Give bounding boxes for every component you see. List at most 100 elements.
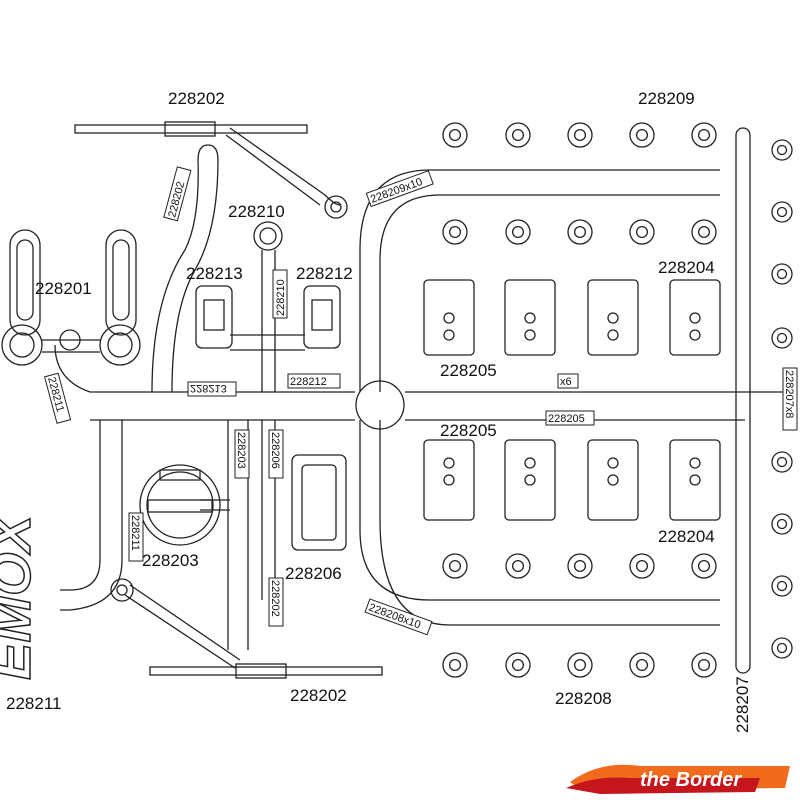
svg-text:EMOX: EMOX bbox=[0, 511, 42, 680]
washer bbox=[771, 575, 793, 597]
washer-hole bbox=[697, 225, 711, 239]
label-228212: 228212 bbox=[296, 264, 353, 283]
washer bbox=[771, 139, 793, 161]
tag-228205: 228205 bbox=[548, 413, 585, 425]
washer-hole bbox=[776, 518, 788, 530]
washer bbox=[629, 652, 655, 678]
label-228204-bottom: 228204 bbox=[658, 527, 715, 546]
washer bbox=[567, 652, 593, 678]
washer-hole bbox=[448, 559, 462, 573]
washer-hole bbox=[776, 332, 788, 344]
tag-228211-b: 228211 bbox=[129, 515, 141, 551]
label-228205-a: 228205 bbox=[440, 361, 497, 380]
tag-x6: x6 bbox=[560, 376, 572, 388]
washer-hole bbox=[776, 268, 788, 280]
washer bbox=[567, 553, 593, 579]
washer-hole bbox=[697, 559, 711, 573]
washer bbox=[505, 652, 531, 678]
washer bbox=[629, 122, 655, 148]
ring-228210 bbox=[253, 221, 283, 251]
tag-228212: 228212 bbox=[290, 376, 327, 388]
washer-hole bbox=[635, 559, 649, 573]
label-228210: 228210 bbox=[228, 202, 285, 221]
upper-left-runner bbox=[151, 144, 219, 393]
label-228205-b: 228205 bbox=[440, 421, 497, 440]
washer bbox=[771, 201, 793, 223]
washer bbox=[771, 451, 793, 473]
washer bbox=[691, 652, 717, 678]
label-228204-top: 228204 bbox=[658, 258, 715, 277]
tag-228207x8: 228207x8 bbox=[783, 370, 795, 418]
label-228201: 228201 bbox=[35, 279, 92, 298]
washer-hole bbox=[776, 642, 788, 654]
left-runner bbox=[60, 420, 123, 611]
washer bbox=[771, 327, 793, 349]
washer-hole bbox=[511, 658, 525, 672]
washer-hole bbox=[448, 225, 462, 239]
washer bbox=[771, 263, 793, 285]
label-228203: 228203 bbox=[142, 551, 199, 570]
tag-228209x10: 228209x10 bbox=[369, 176, 424, 206]
the-border-logo: the Border bbox=[566, 764, 790, 794]
right-lower-runner bbox=[359, 420, 720, 626]
washer bbox=[691, 122, 717, 148]
washer bbox=[629, 553, 655, 579]
washer bbox=[629, 219, 655, 245]
label-228202-bottom: 228202 bbox=[290, 686, 347, 705]
washer-hole bbox=[573, 658, 587, 672]
washer-hole bbox=[697, 128, 711, 142]
tag-228203: 228203 bbox=[235, 432, 247, 469]
label-228211: 228211 bbox=[6, 694, 62, 713]
washer bbox=[442, 553, 468, 579]
label-228213: 228213 bbox=[186, 264, 243, 283]
washer-hole bbox=[776, 144, 788, 156]
label-228208: 228208 bbox=[555, 689, 612, 708]
washer-hole bbox=[573, 225, 587, 239]
tag-228210: 228210 bbox=[275, 279, 287, 316]
washer-hole bbox=[697, 658, 711, 672]
right-frame-runner bbox=[359, 169, 720, 392]
washer-hole bbox=[511, 225, 525, 239]
tag-228206: 228206 bbox=[269, 432, 281, 469]
washer bbox=[505, 122, 531, 148]
frame-228206 bbox=[291, 454, 347, 551]
washer bbox=[505, 219, 531, 245]
tag-228213: 228213 bbox=[190, 382, 227, 394]
clips-228201 bbox=[1, 229, 141, 366]
tag-228202-b: 228202 bbox=[269, 580, 281, 617]
cap-228203 bbox=[139, 464, 221, 546]
right-vertical-runner bbox=[735, 127, 751, 674]
washer bbox=[567, 219, 593, 245]
label-228206: 228206 bbox=[285, 564, 342, 583]
label-228209: 228209 bbox=[638, 89, 695, 108]
washer-hole bbox=[635, 658, 649, 672]
washer-hole bbox=[776, 580, 788, 592]
latches-228213-228212 bbox=[195, 285, 341, 349]
washers bbox=[442, 122, 793, 678]
washer-hole bbox=[511, 128, 525, 142]
washer-hole bbox=[448, 128, 462, 142]
svg-text:the Border: the Border bbox=[640, 769, 742, 791]
washer-hole bbox=[635, 225, 649, 239]
washer-hole bbox=[776, 456, 788, 468]
rod-228202-top bbox=[74, 121, 348, 219]
rod-228202-bottom bbox=[110, 578, 383, 679]
label-228202-top: 228202 bbox=[168, 89, 225, 108]
washer bbox=[505, 553, 531, 579]
washer bbox=[442, 652, 468, 678]
washer-hole bbox=[448, 658, 462, 672]
washer-hole bbox=[511, 559, 525, 573]
washer-hole bbox=[573, 559, 587, 573]
washer bbox=[442, 219, 468, 245]
washer bbox=[442, 122, 468, 148]
washer-hole bbox=[635, 128, 649, 142]
washer-hole bbox=[573, 128, 587, 142]
washer bbox=[771, 637, 793, 659]
label-228207: 228207 bbox=[733, 676, 752, 733]
emox-logo: EMOX bbox=[0, 511, 43, 681]
main-runner bbox=[54, 344, 785, 421]
washer bbox=[567, 122, 593, 148]
washer bbox=[691, 553, 717, 579]
center-runner-228210 bbox=[230, 250, 305, 392]
